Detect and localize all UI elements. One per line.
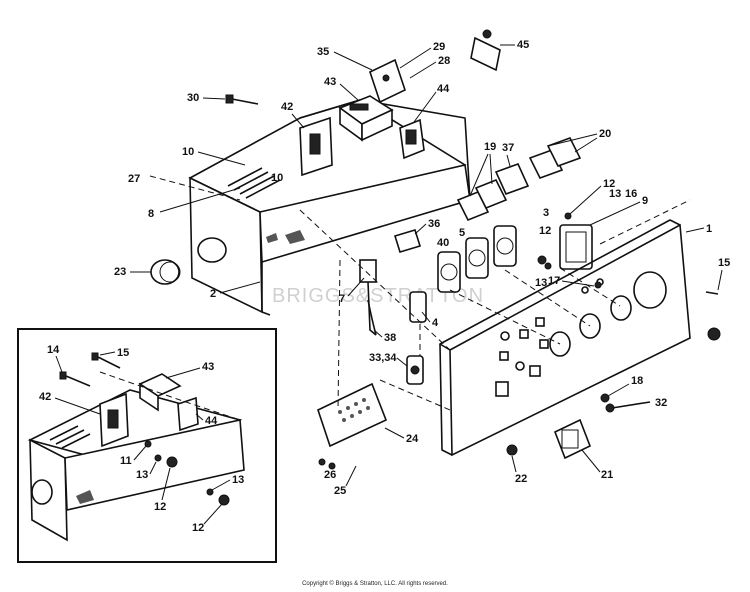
transformer-part-43 xyxy=(338,95,394,142)
outlet-part-5 xyxy=(465,237,489,279)
inset-callout-11: 11 xyxy=(120,455,132,467)
callout-21: 21 xyxy=(601,469,613,481)
inset-callout-42: 42 xyxy=(39,391,51,403)
callout-7: 7 xyxy=(339,293,345,305)
elbow-part-20 xyxy=(528,137,582,179)
cover-part-24 xyxy=(317,382,388,448)
bracket-part-35 xyxy=(369,58,406,104)
inset-callout-15: 15 xyxy=(117,347,129,359)
inset-callout-12a: 12 xyxy=(154,501,166,513)
hardware-parts-12-13-17 xyxy=(318,212,602,470)
callout-labels: 1 2 3 4 5 7 8 9 10 10 12 12 13 13 15 16 … xyxy=(114,39,730,497)
callout-3: 3 xyxy=(543,207,549,219)
callout-17: 17 xyxy=(548,275,560,287)
callout-30: 30 xyxy=(187,92,199,104)
callout-36: 36 xyxy=(428,218,440,230)
copyright-notice: Copyright © Briggs & Stratton, LLC. All … xyxy=(302,581,448,587)
callout-24: 24 xyxy=(406,433,419,445)
plate-part-45 xyxy=(470,29,501,72)
callout-10b: 10 xyxy=(271,172,283,184)
inset-callout-13b: 13 xyxy=(232,474,244,486)
callout-10a: 10 xyxy=(182,146,194,158)
inset-callout-44: 44 xyxy=(205,415,218,427)
front-control-panel xyxy=(439,219,691,457)
breaker-part-16 xyxy=(559,224,593,270)
callout-28: 28 xyxy=(438,55,450,67)
outlet-cover-part-21 xyxy=(553,418,592,460)
callout-22: 22 xyxy=(515,473,527,485)
inset-detail: 11 12 12 13 13 14 15 42 43 44 xyxy=(17,328,277,563)
callout-19: 19 xyxy=(484,141,496,153)
inset-callout-14: 14 xyxy=(47,344,60,356)
screw-part-15 xyxy=(705,291,721,341)
callout-33-34: 33,34 xyxy=(369,352,397,364)
callout-29: 29 xyxy=(433,41,445,53)
callout-40: 40 xyxy=(437,237,449,249)
cable-cutout xyxy=(285,230,305,244)
callout-5: 5 xyxy=(459,227,465,239)
inset-switch-44 xyxy=(177,396,199,432)
callout-27: 27 xyxy=(128,173,140,185)
part-33-34 xyxy=(406,355,424,385)
callout-18: 18 xyxy=(631,375,643,387)
elbow-part-19 xyxy=(456,178,508,222)
callout-2: 2 xyxy=(210,288,216,300)
callout-13a: 13 xyxy=(609,188,621,200)
vent-louvers xyxy=(227,167,281,199)
screw-part-32 xyxy=(605,401,651,413)
callout-26: 26 xyxy=(324,469,336,481)
callout-13b: 13 xyxy=(535,277,547,289)
callout-1: 1 xyxy=(706,223,712,235)
callout-23: 23 xyxy=(114,266,126,278)
outlet-part-40 xyxy=(437,251,461,293)
outlet-part-3 xyxy=(493,225,517,267)
callout-4: 4 xyxy=(432,317,439,329)
screw-part-22 xyxy=(506,444,518,456)
callout-45: 45 xyxy=(517,39,529,51)
inset-callout-43: 43 xyxy=(202,361,214,373)
callout-15: 15 xyxy=(718,257,730,269)
part-4 xyxy=(409,291,427,323)
callout-37: 37 xyxy=(502,142,514,154)
part-36 xyxy=(393,229,422,253)
receptacle-part-42 xyxy=(299,116,333,177)
callout-12a: 12 xyxy=(603,178,615,190)
plug-part-23 xyxy=(150,259,181,285)
callout-44: 44 xyxy=(437,83,450,95)
callout-42: 42 xyxy=(281,101,293,113)
washer-part-18 xyxy=(600,393,610,403)
cord-part-38 xyxy=(367,299,377,336)
callout-25: 25 xyxy=(334,485,346,497)
housing-hole xyxy=(197,237,227,263)
callout-20: 20 xyxy=(599,128,611,140)
watermark-text: BRIGGS&STRATTON xyxy=(272,285,484,307)
callout-9: 9 xyxy=(642,195,648,207)
inset-callout-12b: 12 xyxy=(192,522,204,534)
callout-38: 38 xyxy=(384,332,396,344)
callout-32: 32 xyxy=(655,397,667,409)
callout-35: 35 xyxy=(317,46,329,58)
callout-12b: 12 xyxy=(539,225,551,237)
callout-8: 8 xyxy=(148,208,154,220)
elbow-part-37 xyxy=(494,162,530,196)
assembly-lines xyxy=(149,175,691,411)
cord-part-7 xyxy=(359,259,377,336)
switch-part-44 xyxy=(399,118,425,160)
callout-16: 16 xyxy=(625,188,637,200)
screw-part-30 xyxy=(225,94,259,105)
callout-43: 43 xyxy=(324,76,336,88)
inset-callout-13a: 13 xyxy=(136,469,148,481)
